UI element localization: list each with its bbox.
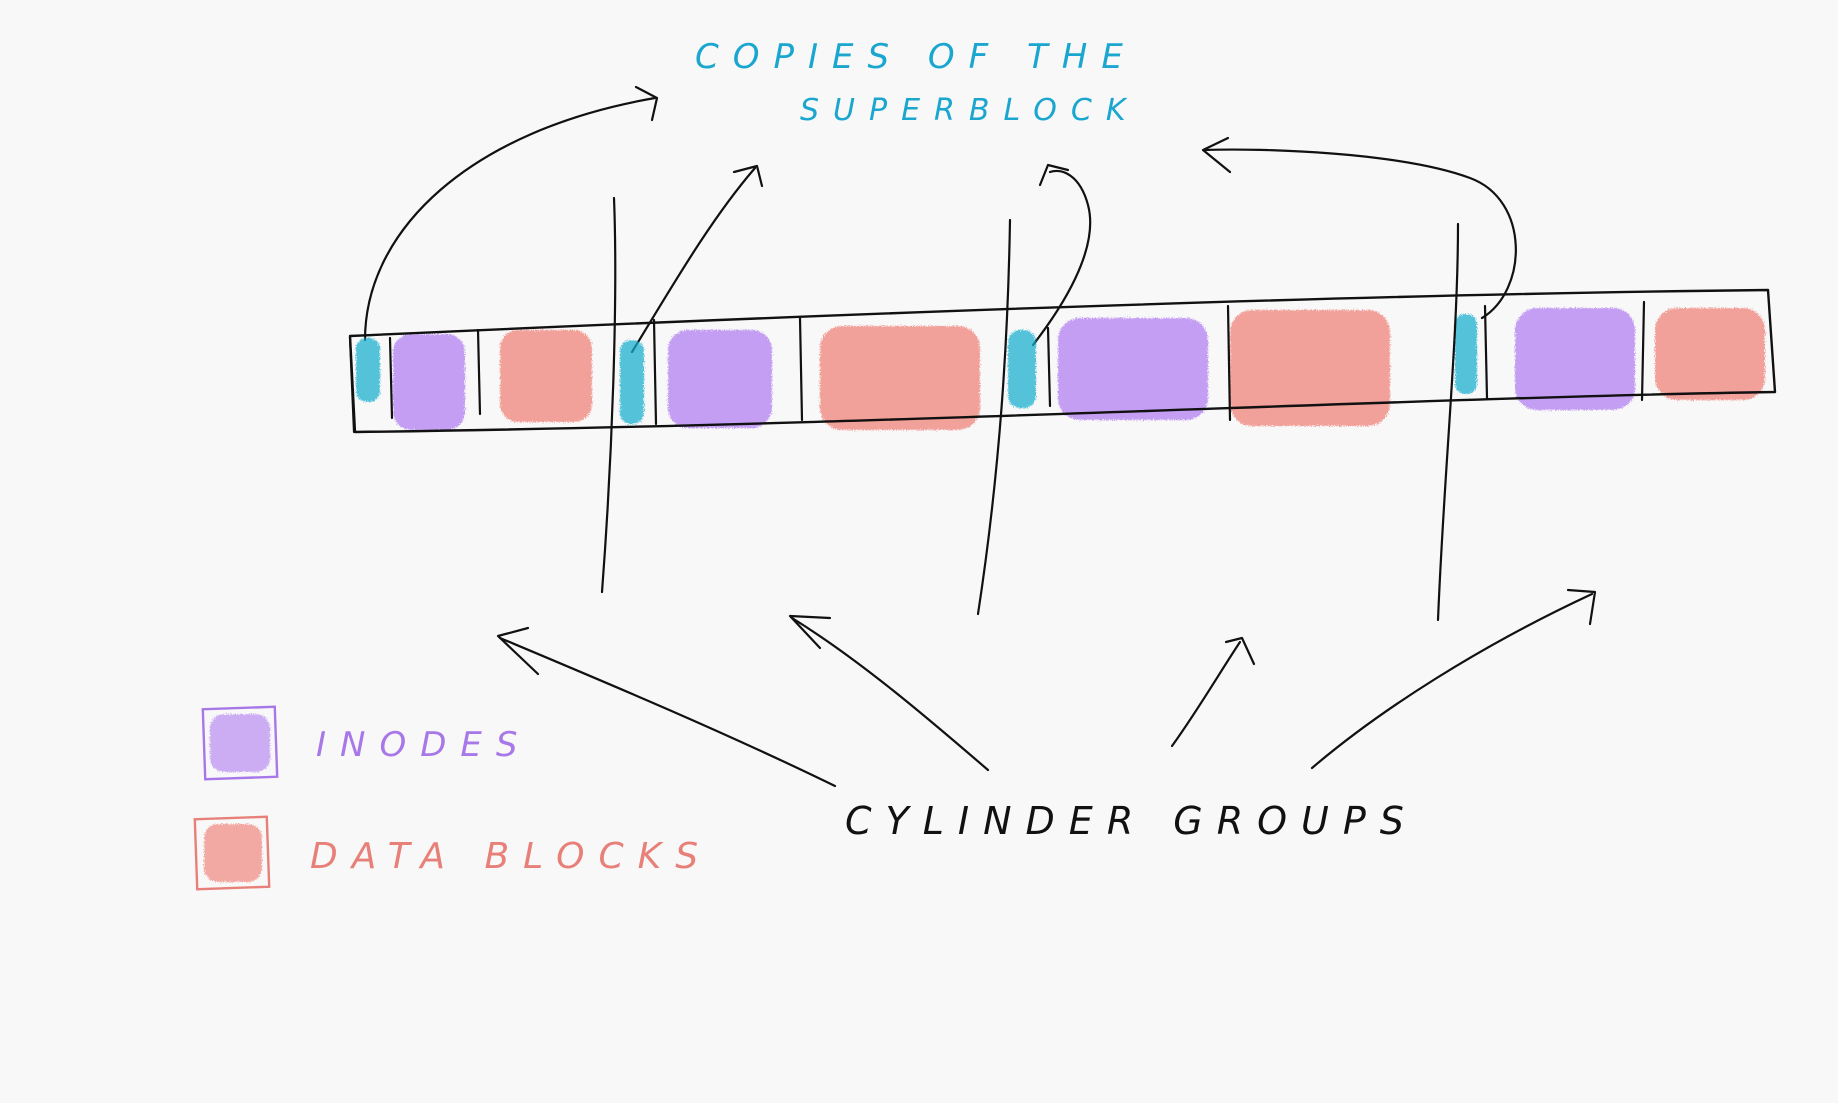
group-divider-2 xyxy=(976,218,1012,616)
group-arrow-2 xyxy=(790,616,990,772)
group-divider-1 xyxy=(600,196,617,594)
legend-inodes-swatch xyxy=(201,705,279,781)
superblock-arrow-4-head xyxy=(1201,136,1232,174)
inodes-block-1 xyxy=(393,334,465,430)
inodes-block-3 xyxy=(1058,318,1208,420)
superblock-copy-1 xyxy=(356,338,380,402)
inodes-block-4 xyxy=(1515,308,1635,410)
disk-bar-outline xyxy=(348,288,1777,434)
superblock-arrow-4 xyxy=(1203,148,1517,320)
legend-data-blocks-label: DATA BLOCKS xyxy=(310,836,712,877)
group-arrow-1-head xyxy=(496,626,540,676)
legend-inodes-fill xyxy=(210,714,270,772)
inodes-block-2 xyxy=(668,330,772,428)
data-block-1 xyxy=(500,330,592,422)
legend: INODES DATA BLOCKS xyxy=(193,705,712,891)
superblock-arrows xyxy=(363,85,1517,354)
superblock-copy-3 xyxy=(1008,330,1036,408)
superblock-arrow-1-head xyxy=(634,85,659,122)
group-arrow-3 xyxy=(1170,640,1242,748)
data-block-3 xyxy=(1230,310,1390,426)
superblock-arrow-3-head xyxy=(1038,163,1070,187)
group-arrow-2-head xyxy=(788,614,832,650)
title-line2: SUPERBLOCK xyxy=(800,93,1140,128)
superblock-title: COPIES OF THE SUPERBLOCK xyxy=(695,37,1140,128)
data-block-2 xyxy=(820,326,980,430)
group-arrow-1 xyxy=(498,636,837,788)
superblock-arrow-3 xyxy=(1031,169,1092,347)
legend-inodes: INODES xyxy=(201,705,531,781)
group-divider-lines xyxy=(600,196,1460,622)
superblock-arrow-2 xyxy=(630,166,757,354)
superblock-arrow-1 xyxy=(363,96,657,342)
group-divider-3 xyxy=(1436,222,1460,622)
legend-data-blocks-swatch xyxy=(193,815,271,891)
cylinder-groups-label: CYLINDER GROUPS xyxy=(845,799,1418,843)
superblock-copy-2 xyxy=(620,340,644,424)
cylinder-group-arrows xyxy=(496,588,1597,788)
title-line1: COPIES OF THE xyxy=(695,37,1137,77)
group-arrow-4 xyxy=(1310,592,1594,770)
legend-data-blocks: DATA BLOCKS xyxy=(193,815,712,891)
segment-separators xyxy=(348,300,1646,434)
legend-data-blocks-fill xyxy=(204,824,262,882)
group-arrow-3-head xyxy=(1224,636,1256,666)
superblock-arrow-2-head xyxy=(732,164,764,188)
data-block-4 xyxy=(1655,308,1765,400)
group-arrow-4-head xyxy=(1566,588,1597,626)
superblock-copy-4 xyxy=(1455,314,1477,394)
disk-bar xyxy=(348,288,1777,434)
legend-inodes-label: INODES xyxy=(316,725,531,765)
